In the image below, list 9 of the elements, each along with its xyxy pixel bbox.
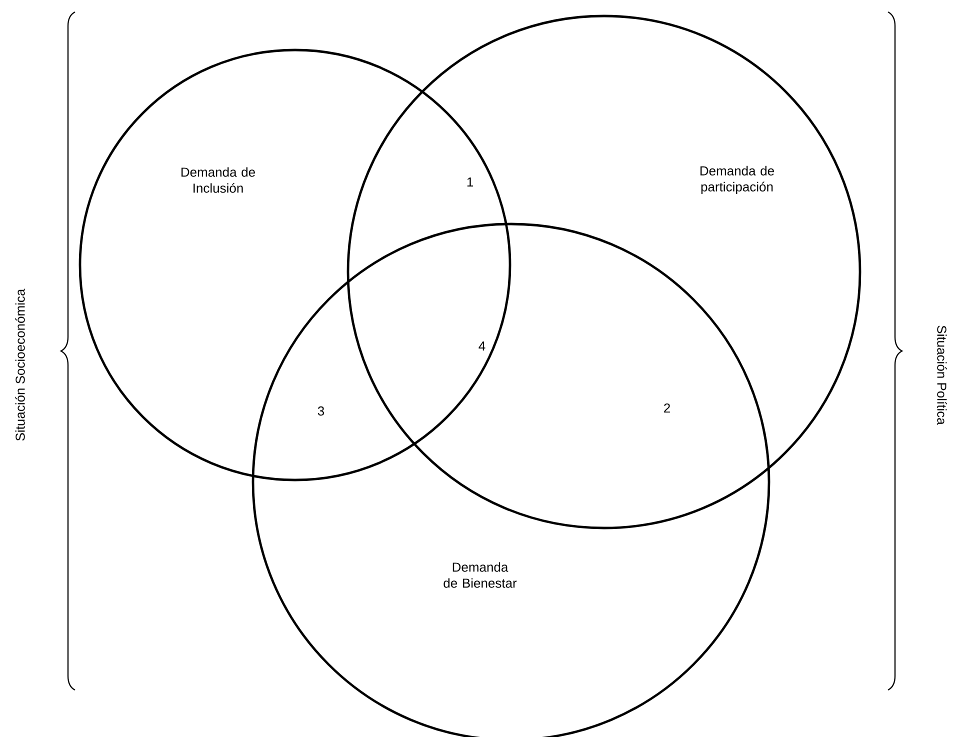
circle-label: Demanda de Bienestar: [444, 562, 517, 588]
side-label: Situación Socioeconómica: [15, 288, 25, 441]
region-number: 2: [664, 403, 670, 413]
circle-label: Demanda de Inclusión: [182, 167, 255, 193]
region-number: 3: [318, 406, 324, 416]
region-number: 4: [478, 342, 486, 350]
region-number: 1: [467, 178, 473, 186]
circle-label: Demanda de participación: [700, 166, 774, 194]
side-label: Situación Política: [937, 326, 947, 425]
